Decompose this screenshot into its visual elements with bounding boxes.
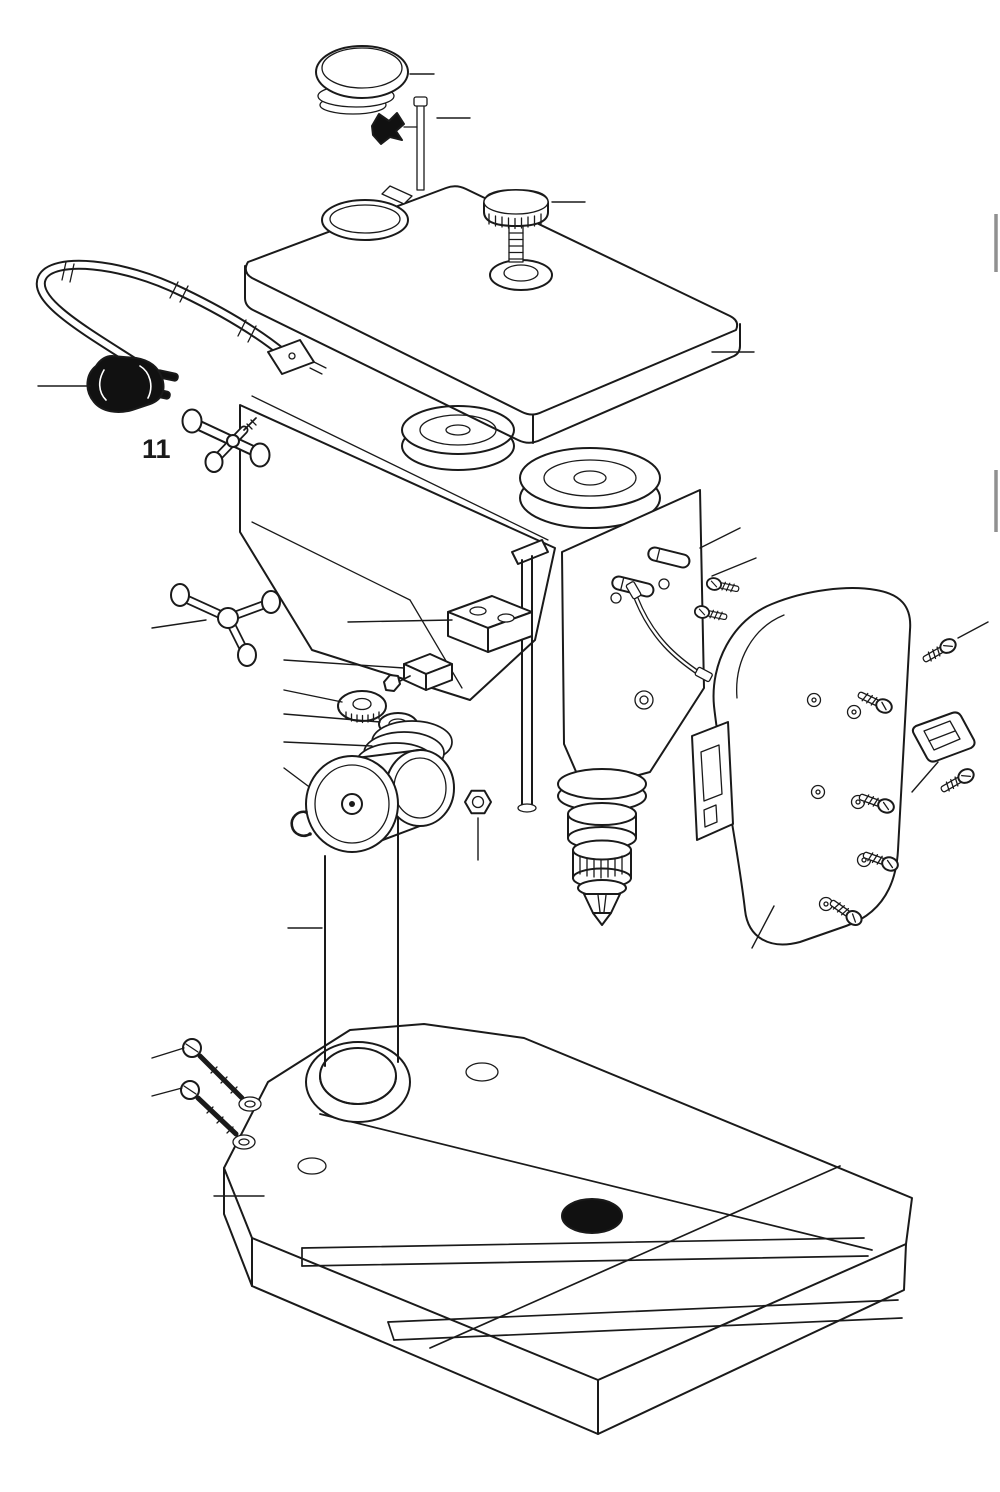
chuck bbox=[572, 839, 632, 926]
hex-nut bbox=[464, 789, 492, 815]
retaining-clip bbox=[290, 810, 312, 838]
dust-cap bbox=[315, 45, 409, 115]
motor bbox=[712, 587, 912, 946]
spindle-pulley bbox=[519, 447, 661, 529]
knurled-nut bbox=[337, 690, 387, 724]
rocker-switch bbox=[911, 711, 976, 763]
signal-wire bbox=[625, 581, 713, 683]
head-body bbox=[239, 395, 741, 926]
pulley-disc bbox=[305, 755, 399, 853]
clamp-handle bbox=[181, 408, 271, 473]
power-cord bbox=[35, 259, 327, 375]
motor-pulley bbox=[401, 405, 515, 471]
column-boss bbox=[305, 1041, 411, 1123]
belt-cover bbox=[244, 185, 741, 444]
base-bolts bbox=[180, 1038, 262, 1150]
power-plug bbox=[86, 355, 179, 413]
guide-rod bbox=[511, 539, 549, 813]
quill bbox=[557, 768, 647, 850]
depth-stop-block bbox=[447, 595, 533, 653]
spindle-return-assembly bbox=[290, 690, 492, 853]
pin-assembly bbox=[371, 96, 428, 191]
switch-plate bbox=[691, 721, 734, 841]
feed-handle bbox=[170, 583, 281, 667]
part-label-11: 11 bbox=[142, 434, 171, 464]
base bbox=[223, 1023, 913, 1435]
column bbox=[319, 815, 399, 1105]
clamp-block bbox=[383, 653, 453, 692]
knurled-screw bbox=[483, 189, 549, 263]
leader-lines bbox=[37, 73, 989, 1197]
